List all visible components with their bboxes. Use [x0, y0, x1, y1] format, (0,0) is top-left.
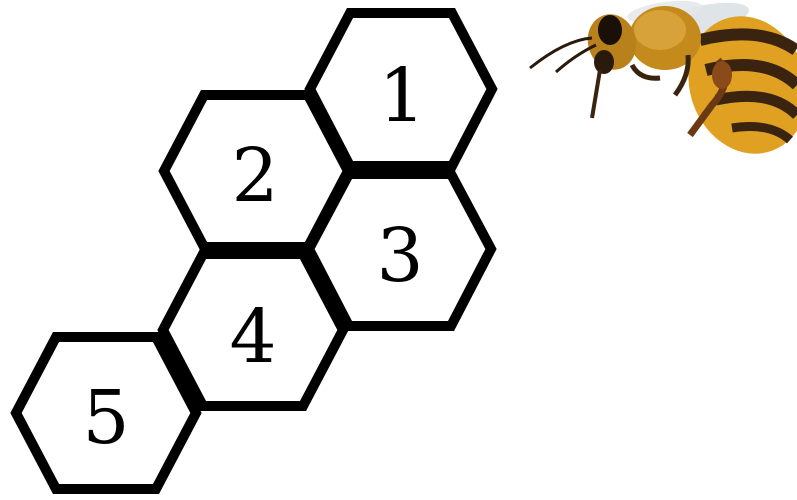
bee-thorax-fur: [634, 10, 686, 50]
hex-cell-1: 1: [310, 13, 492, 166]
hex-cell-4: 4: [163, 254, 343, 406]
honeybee-illustration: [530, 0, 797, 171]
cell-number-4: 4: [229, 294, 276, 380]
bee-pollen-basket: [712, 61, 732, 89]
cell-number-2: 2: [231, 133, 278, 219]
cell-number-1: 1: [378, 53, 425, 139]
hex-cell-5: 5: [16, 337, 196, 489]
bee-eye: [598, 15, 622, 45]
bee-face: [594, 50, 614, 74]
bee-leg: [592, 70, 600, 118]
cell-number-5: 5: [82, 375, 129, 461]
bee-antenna: [556, 45, 596, 72]
hex-cell-3: 3: [309, 174, 491, 326]
cell-number-3: 3: [376, 213, 423, 299]
